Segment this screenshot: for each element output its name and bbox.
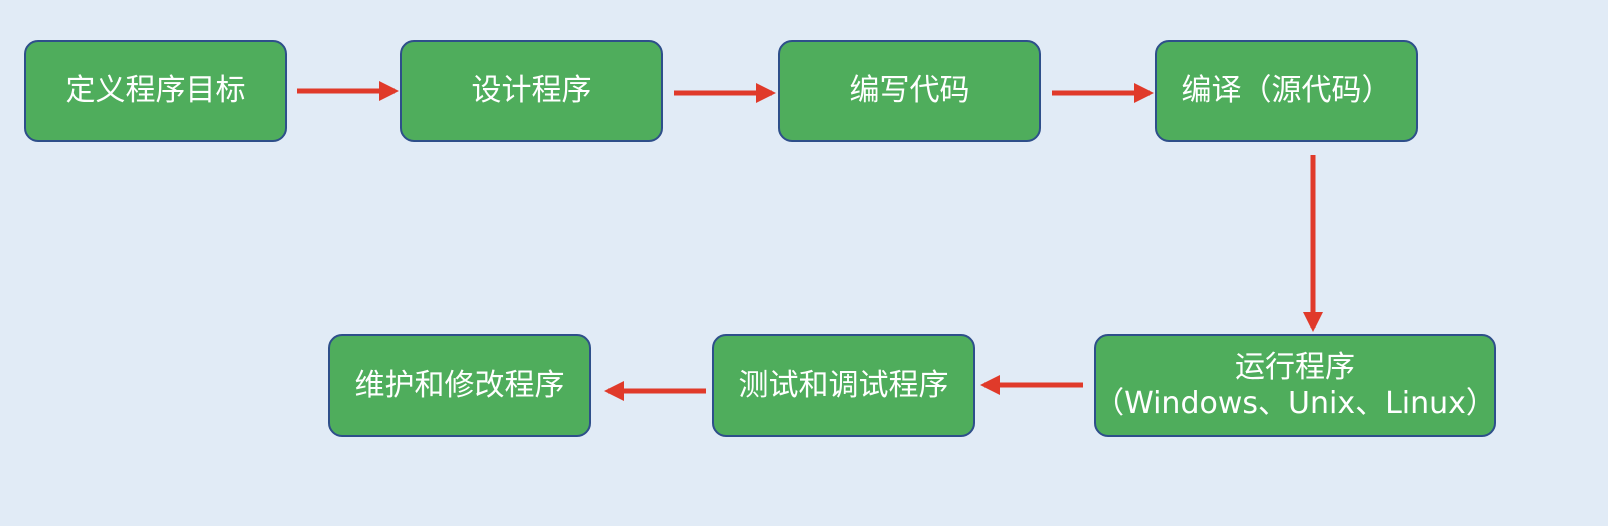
- node-define-goal: 定义程序目标: [24, 40, 287, 142]
- node-write-code-label: 编写代码: [849, 73, 970, 108]
- node-write-code: 编写代码: [778, 40, 1041, 142]
- node-run-platforms-label: （Windows、Unix、Linux）: [1094, 385, 1496, 421]
- node-run: 运行程序 （Windows、Unix、Linux）: [1094, 334, 1496, 437]
- node-test-debug: 测试和调试程序: [712, 334, 975, 437]
- node-maintain: 维护和修改程序: [328, 334, 591, 437]
- node-run-label: 运行程序: [1235, 349, 1355, 385]
- node-maintain-label: 维护和修改程序: [354, 367, 565, 403]
- node-define-goal-label: 定义程序目标: [65, 73, 246, 108]
- node-compile-label: 编译（源代码）: [1181, 73, 1392, 108]
- node-design: 设计程序: [400, 40, 663, 142]
- node-design-label: 设计程序: [471, 73, 592, 108]
- node-test-debug-label: 测试和调试程序: [738, 367, 949, 403]
- node-compile: 编译（源代码）: [1155, 40, 1418, 142]
